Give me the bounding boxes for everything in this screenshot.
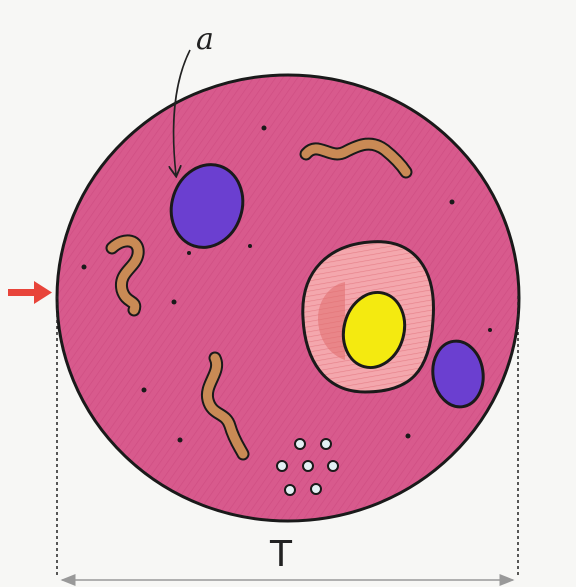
label-t: T: [270, 534, 292, 575]
label-a: a: [196, 22, 214, 57]
red-arrow-icon: [8, 281, 52, 304]
